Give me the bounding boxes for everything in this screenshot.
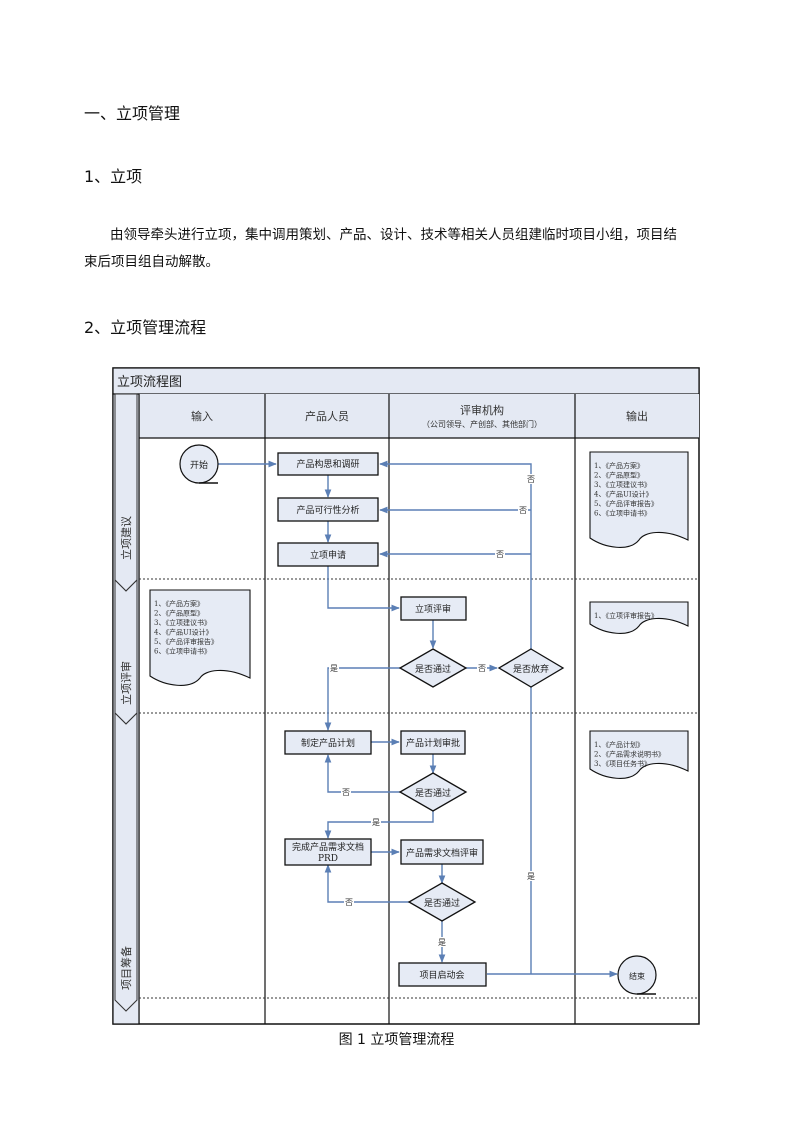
document-line: 4、《产品UI设计》 <box>154 628 213 637</box>
figure-caption: 图 1 立项管理流程 <box>338 1032 455 1048</box>
process-apply <box>277 542 379 567</box>
svg-text:否: 否 <box>478 664 486 673</box>
document-line: 1、《立项评审报告》 <box>594 611 658 620</box>
process-plan-approve <box>400 730 466 755</box>
process-prd-review <box>400 839 484 865</box>
document-line: 4、《产品UI设计》 <box>594 490 653 499</box>
svg-text:是: 是 <box>527 872 535 881</box>
column-product-staff: 产品人员 <box>305 409 349 423</box>
phase-lane-3: 项目筹备 <box>114 711 138 1012</box>
document-line: 3、《立项建议书》 <box>154 618 211 627</box>
decision-abandon-label: 是否放弃 <box>513 663 549 675</box>
flowchart-title-bar <box>112 367 700 395</box>
document-line: 5、《产品评审报告》 <box>154 637 218 646</box>
process-review <box>400 596 467 621</box>
document-line: 6、《立项申请书》 <box>594 509 651 518</box>
decision-pass-1 <box>398 648 468 688</box>
phase-lane-1: 立项建议 <box>114 393 138 592</box>
process-feasibility <box>277 497 379 522</box>
start-node: 开始 <box>179 444 219 484</box>
column-review-board: 评审机构 <box>460 403 504 417</box>
decision-pass-2 <box>398 772 468 812</box>
document-phase1-output: 1、《产品方案》2、《产品原型》3、《立项建议书》4、《产品UI设计》5、《产品… <box>589 451 689 548</box>
decision-pass-3-label: 是否通过 <box>424 897 460 909</box>
flowchart-title: 立项流程图 <box>117 375 182 390</box>
process-idea-label: 产品构思和调研 <box>296 458 359 470</box>
heading-section-1: 1、立项 <box>84 167 143 186</box>
document-phase3-output: 1、《产品计划》2、《产品需求说明书》3、《项目任务书》 <box>589 730 689 779</box>
document-line: 6、《立项申请书》 <box>154 647 211 656</box>
svg-text:立项建议: 立项建议 <box>119 516 133 560</box>
process-kickoff-label: 项目启动会 <box>419 969 464 981</box>
process-prd-label-1: 完成产品需求文档 <box>292 841 364 853</box>
heading-section-2: 2、立项管理流程 <box>84 318 207 337</box>
column-review-board-sub: （公司领导、产创部、其他部门） <box>422 419 542 429</box>
edge-labels: 否 否 否 否 是 否 是 否 是 是 <box>329 474 536 947</box>
document-line: 5、《产品评审报告》 <box>594 499 658 508</box>
svg-text:否: 否 <box>519 506 527 515</box>
decision-pass-3 <box>407 882 477 922</box>
document-line: 2、《产品原型》 <box>154 609 204 618</box>
decision-abandon <box>497 648 565 688</box>
column-input: 输入 <box>191 409 213 423</box>
svg-text:开始: 开始 <box>190 459 208 471</box>
process-prd <box>284 838 372 866</box>
svg-text:否: 否 <box>345 898 353 907</box>
svg-text:否: 否 <box>496 550 504 559</box>
process-review-label: 立项评审 <box>415 603 451 615</box>
end-node: 结束 <box>617 955 657 995</box>
svg-text:结束: 结束 <box>629 971 645 981</box>
process-prd-review-label: 产品需求文档评审 <box>406 847 478 859</box>
document-phase2-input: 1、《产品方案》2、《产品原型》3、《立项建议书》4、《产品UI设计》5、《产品… <box>149 589 251 686</box>
decision-pass-2-label: 是否通过 <box>415 787 451 799</box>
document-line: 1、《产品方案》 <box>154 599 204 608</box>
document-line: 3、《项目任务书》 <box>594 759 651 768</box>
decision-pass-1-label: 是否通过 <box>415 663 451 675</box>
process-apply-label: 立项申请 <box>310 549 346 561</box>
process-plan-approve-label: 产品计划审批 <box>406 737 460 749</box>
process-kickoff <box>398 962 487 987</box>
process-plan-label: 制定产品计划 <box>301 737 355 749</box>
svg-text:是: 是 <box>372 818 380 827</box>
svg-text:是: 是 <box>330 664 338 673</box>
process-idea <box>277 452 379 476</box>
connectors <box>218 460 618 978</box>
svg-text:否: 否 <box>527 475 535 484</box>
svg-text:项目筹备: 项目筹备 <box>119 946 133 990</box>
phase-lane-2: 立项评审 <box>114 578 138 725</box>
heading-main: 一、立项管理 <box>84 104 181 123</box>
document-phase2-output: 1、《立项评审报告》 <box>589 601 689 634</box>
process-prd-label-2: PRD <box>318 854 338 864</box>
svg-text:否: 否 <box>342 788 350 797</box>
document-line: 2、《产品需求说明书》 <box>594 750 665 759</box>
column-output: 输出 <box>626 409 648 423</box>
process-plan <box>284 730 372 755</box>
document-line: 3、《立项建议书》 <box>594 480 651 489</box>
process-feasibility-label: 产品可行性分析 <box>296 504 359 516</box>
intro-paragraph: 由领导牵头进行立项，集中调用策划、产品、设计、技术等相关人员组建临时项目小组，项… <box>84 227 677 270</box>
column-header-row <box>139 394 699 438</box>
svg-text:立项评审: 立项评审 <box>119 661 133 705</box>
document-line: 1、《产品方案》 <box>594 461 644 470</box>
document-line: 2、《产品原型》 <box>594 471 644 480</box>
svg-text:是: 是 <box>438 938 446 947</box>
document-line: 1、《产品计划》 <box>594 740 644 749</box>
